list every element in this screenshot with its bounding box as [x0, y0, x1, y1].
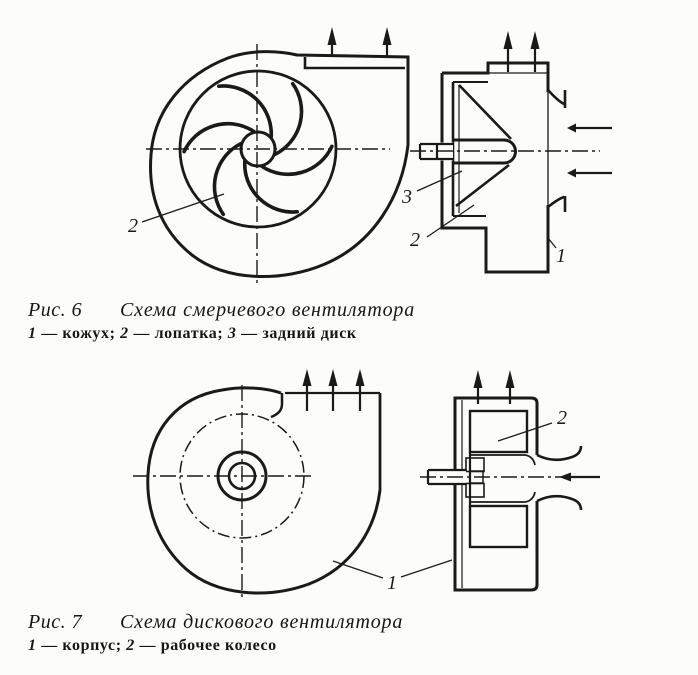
- left-arrow-icon: [559, 472, 571, 482]
- fig7-impeller-leader-line: [497, 422, 553, 442]
- legend-part: — кожух;: [36, 325, 121, 342]
- up-arrow-icon: [530, 31, 540, 49]
- fig6-centerlines: [146, 44, 390, 284]
- fig6-caption-title-row: Рис. 6 Схема смерчевого вентилятора: [28, 299, 415, 322]
- fig6-blade: [217, 84, 274, 139]
- fig7-shaft-mask: [427, 469, 466, 485]
- fig6-caption: Рис. 6 Схема смерчевого вентилятора 1 — …: [28, 299, 415, 343]
- fig6-casing-leader-line: [547, 237, 557, 249]
- legend-part: 2: [120, 325, 129, 342]
- fig6-inflow-arrows: [567, 123, 612, 178]
- fig7-inlet-bell-top: [536, 445, 583, 462]
- fig7-impeller-top-block: [468, 409, 529, 454]
- fig6-blade: [273, 81, 304, 157]
- fig7-caption: Рис. 7 Схема дискового вентилятора 1 — к…: [28, 611, 403, 655]
- arrow-stem: [305, 385, 362, 411]
- fig7-inlet-bell-bottom: [536, 494, 583, 511]
- fig6-callout-rear-disk: 3: [401, 186, 412, 208]
- legend-part: 1: [28, 325, 37, 342]
- fig6-blade: [260, 144, 334, 177]
- fig7-centerlines: [133, 385, 315, 597]
- fig7-side-casing: [453, 396, 539, 592]
- up-arrow-icon: [473, 370, 483, 388]
- fig7-impeller-bottom-block: [468, 504, 529, 549]
- fig7-callout-casing: 1: [387, 572, 397, 594]
- legend-part: — корпус;: [36, 637, 127, 654]
- fig7-outflow-arrows: [302, 369, 365, 411]
- fig7-volute-outline: [146, 386, 382, 595]
- fig6-callout-casing: 1: [556, 245, 566, 267]
- fig6-cone-blades: [455, 84, 512, 208]
- legend-part: 2: [126, 637, 135, 654]
- fig7-inflow-arrow: [559, 472, 600, 482]
- fig6-side-section: 3 2 1: [401, 31, 612, 274]
- fig6-blade: [182, 121, 256, 154]
- fig6-front-view: 2: [128, 27, 410, 284]
- fig6-legend: 1 — кожух; 2 — лопатка; 3 — задний диск: [28, 325, 415, 343]
- fig6-side-casing: [440, 61, 550, 274]
- up-arrow-icon: [505, 370, 515, 388]
- fig6-blade: [242, 159, 299, 214]
- arrow-stem: [506, 48, 537, 72]
- fig6-number-label: Рис. 6: [28, 299, 83, 321]
- left-arrow-icon: [567, 123, 576, 133]
- fig7-title: Схема дискового вентилятора: [120, 611, 404, 633]
- fig7-side-outflow-arrows: [473, 370, 515, 404]
- fig7-hub-hatch-top: [465, 457, 485, 473]
- fig7-side-section: 2: [420, 370, 600, 592]
- fig6-shaft: [418, 142, 453, 161]
- legend-part: 3: [227, 325, 237, 342]
- up-arrow-icon: [327, 27, 337, 45]
- fig6-inlet-plane-line: [488, 72, 549, 205]
- fig6-rear-disk-leader-line: [416, 170, 463, 192]
- legend-part: 1: [28, 637, 37, 654]
- fig6-inlet-collar-bottom: [547, 195, 567, 212]
- fig6-callout-blade-side: 2: [410, 229, 420, 251]
- fig7-callout-impeller: 2: [557, 407, 567, 429]
- fig6-inlet-collar-top: [547, 89, 567, 108]
- legend-part: — рабочее колесо: [134, 637, 277, 654]
- arrow-stem: [476, 387, 512, 404]
- left-arrow-icon: [567, 168, 576, 178]
- fig6-side-blade-leader-line: [426, 204, 475, 238]
- fig6-outlet-tongue: [303, 57, 405, 70]
- fig6-outflow-arrows: [327, 27, 392, 57]
- arrow-stem: [576, 126, 612, 175]
- fig6-hub-bullet: [453, 138, 517, 165]
- fig6-blade: [212, 141, 243, 217]
- fig6-title: Схема смерчевого вентилятора: [120, 299, 416, 321]
- fig7-legend: 1 — корпус; 2 — рабочее колесо: [28, 637, 403, 655]
- up-arrow-icon: [302, 369, 312, 386]
- fig7-number-label: Рис. 7: [28, 611, 83, 633]
- legend-part: — задний диск: [236, 325, 357, 342]
- fig7-flow-channel-lines: [470, 454, 536, 503]
- fig6-blade-leader-line: [141, 193, 225, 223]
- fig7-casing-leader-lines: [332, 559, 453, 579]
- fig7-outlet-tongue: [270, 393, 284, 419]
- up-arrow-icon: [503, 31, 513, 49]
- fig7-hub-hatch-bottom: [465, 482, 485, 498]
- up-arrow-icon: [328, 369, 338, 386]
- fig6-volute-outline: [149, 50, 410, 279]
- up-arrow-icon: [355, 369, 365, 386]
- fig6-callout-blade-front: 2: [128, 215, 138, 237]
- arrow-stem: [330, 44, 389, 57]
- fig6-side-outflow-arrows: [503, 31, 540, 72]
- fig7-caption-title-row: Рис. 7 Схема дискового вентилятора: [28, 611, 403, 634]
- legend-part: — лопатка;: [128, 325, 228, 342]
- up-arrow-icon: [382, 27, 392, 45]
- fig7-front-view: 1: [133, 369, 453, 597]
